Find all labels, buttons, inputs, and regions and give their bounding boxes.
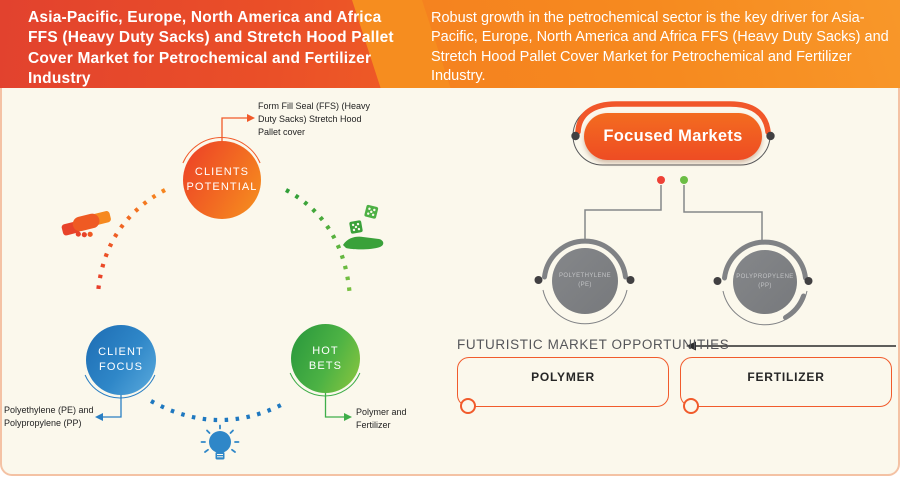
node-label: BETS: [308, 359, 343, 372]
lightbulb-icon: [199, 424, 241, 470]
node-label: (PE): [578, 282, 592, 288]
node-polypropylene: POLYPROPYLENE (PP): [733, 250, 797, 314]
page-title: Asia-Pacific, Europe, North America and …: [28, 9, 394, 88]
node-label: POLYPROPYLENE: [736, 274, 794, 280]
node-clients-potential: CLIENTS POTENTIAL: [183, 141, 261, 219]
node-label: CLIENT: [98, 346, 144, 359]
node-label: POLYETHYLENE: [558, 273, 612, 279]
node-polyethylene: POLYETHYLENE (PE): [552, 248, 618, 314]
hand-with-dice-icon: [342, 203, 388, 255]
header-banner: Asia-Pacific, Europe, North America and …: [0, 0, 900, 90]
focused-markets-pill: Focused Markets: [584, 113, 762, 160]
futuristic-heading: FUTURISTIC MARKET OPPORTUNITIES: [457, 337, 730, 352]
polymer-box-ring: [460, 398, 476, 414]
node-hot-bets: HOT BETS: [291, 324, 360, 393]
node-label: (PP): [758, 283, 772, 289]
fertilizer-box-ring: [683, 398, 699, 414]
node-label: HOT: [312, 344, 339, 357]
page-subtitle: Robust growth in the petrochemical secto…: [431, 10, 889, 84]
focused-markets-label: Focused Markets: [603, 127, 743, 145]
annotation-polymer-fertilizer: Polymer and Fertilizer: [356, 407, 407, 431]
annotation-pe-pp: Polyethylene (PE) and Polypropylene (PP): [4, 405, 94, 429]
node-label: POTENTIAL: [186, 181, 258, 193]
handshake-icon: [61, 206, 113, 246]
fertilizer-label: FERTILIZER: [747, 370, 825, 384]
node-client-focus: CLIENT FOCUS: [86, 325, 156, 395]
fertilizer-box: FERTILIZER: [680, 357, 892, 407]
polymer-label: POLYMER: [531, 370, 595, 384]
node-label: CLIENTS: [194, 166, 250, 179]
node-label: FOCUS: [99, 361, 143, 373]
annotation-ffs: Form Fill Seal (FFS) (Heavy Duty Sacks) …: [258, 101, 371, 138]
polymer-box: POLYMER: [457, 357, 669, 407]
